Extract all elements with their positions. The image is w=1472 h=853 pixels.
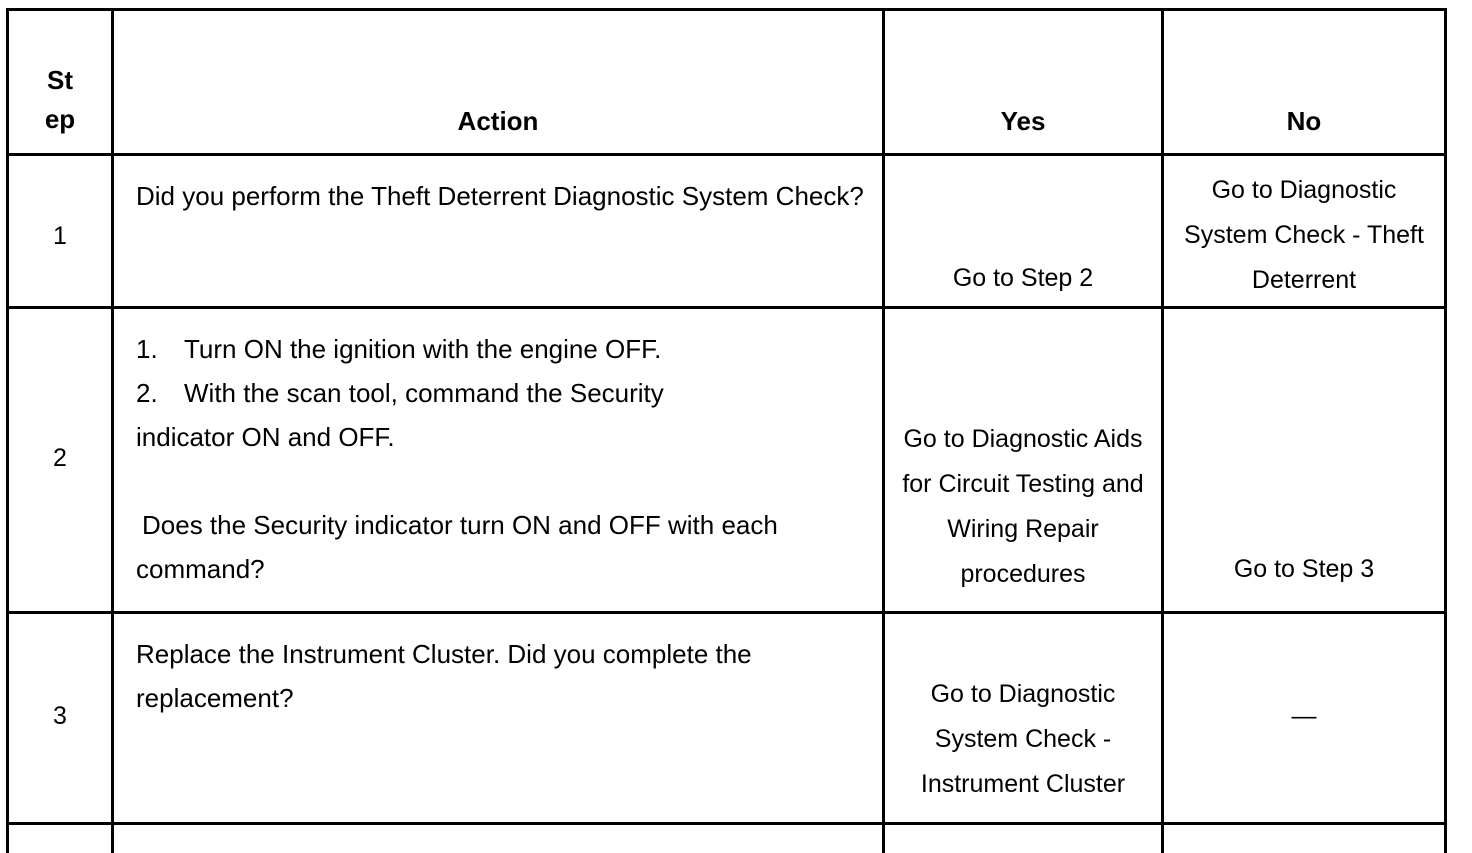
action-question: Does the Security indicator turn ON and …: [136, 503, 868, 547]
cell-action: 1. Turn ON the ignition with the engine O…: [113, 308, 884, 613]
list-item-number: 1.: [136, 327, 158, 371]
list-item: 1. Turn ON the ignition with the engine O…: [136, 327, 868, 371]
cell-no: Go to Step 3: [1163, 308, 1446, 613]
column-header-yes-label: Yes: [885, 101, 1161, 141]
column-header-no: No: [1163, 10, 1446, 155]
cell-step-number: 2: [8, 308, 113, 613]
action-numbered-list: 1. Turn ON the ignition with the engine O…: [136, 327, 868, 415]
cell-yes-partial: [884, 824, 1163, 853]
cell-step-number-partial: [8, 824, 113, 853]
list-item-text: With the scan tool, command the Security: [184, 378, 664, 408]
column-header-step-line1: St: [9, 61, 111, 100]
no-text: —: [1174, 694, 1434, 739]
cell-yes: Go to Diagnostic System Check - Instrume…: [884, 613, 1163, 824]
action-text: Replace the Instrument Cluster. Did you …: [136, 632, 868, 720]
action-list-continuation: indicator ON and OFF.: [136, 415, 868, 459]
list-item-number: 2.: [136, 371, 158, 415]
action-question-continuation: command?: [136, 547, 868, 591]
cell-yes: Go to Diagnostic Aids for Circuit Testin…: [884, 308, 1163, 613]
step-number-value: 1: [9, 222, 111, 251]
no-text: Go to Diagnostic System Check - Theft De…: [1174, 168, 1434, 303]
cell-no: —: [1163, 613, 1446, 824]
list-item-text: Turn ON the ignition with the engine OFF…: [184, 334, 661, 364]
cell-step-number: 3: [8, 613, 113, 824]
column-header-action-label: Action: [114, 101, 882, 141]
list-item: 2. With the scan tool, command the Securi…: [136, 371, 868, 415]
table-row-partial: [8, 824, 1446, 853]
column-header-step: St ep: [8, 10, 113, 155]
cell-action: Did you perform the Theft Deterrent Diag…: [113, 155, 884, 308]
step-number-value: 3: [9, 702, 111, 731]
cell-step-number: 1: [8, 155, 113, 308]
no-text: Go to Step 3: [1174, 547, 1434, 592]
cell-no-partial: [1163, 824, 1446, 853]
yes-text: Go to Diagnostic Aids for Circuit Testin…: [895, 417, 1151, 597]
column-header-yes: Yes: [884, 10, 1163, 155]
table-row: 3 Replace the Instrument Cluster. Did yo…: [8, 613, 1446, 824]
column-header-action: Action: [113, 10, 884, 155]
yes-text: Go to Diagnostic System Check - Instrume…: [895, 672, 1151, 807]
diagnostic-procedure-table: St ep Action Yes: [6, 8, 1447, 853]
cell-no: Go to Diagnostic System Check - Theft De…: [1163, 155, 1446, 308]
table-header-row: St ep Action Yes: [8, 10, 1446, 155]
table-row: 2 1. Turn ON the ignition with the engine…: [8, 308, 1446, 613]
step-number-value: 2: [9, 444, 111, 473]
cell-action-partial: [113, 824, 884, 853]
column-header-no-label: No: [1164, 101, 1444, 141]
column-header-step-line2: ep: [9, 100, 111, 139]
page-canvas: St ep Action Yes: [0, 0, 1472, 830]
cell-action: Replace the Instrument Cluster. Did you …: [113, 613, 884, 824]
action-text: Did you perform the Theft Deterrent Diag…: [136, 174, 868, 218]
blank-line-spacer: [136, 459, 868, 503]
yes-text: Go to Step 2: [895, 256, 1151, 301]
table-row: 1 Did you perform the Theft Deterrent Di…: [8, 155, 1446, 308]
cell-yes: Go to Step 2: [884, 155, 1163, 308]
